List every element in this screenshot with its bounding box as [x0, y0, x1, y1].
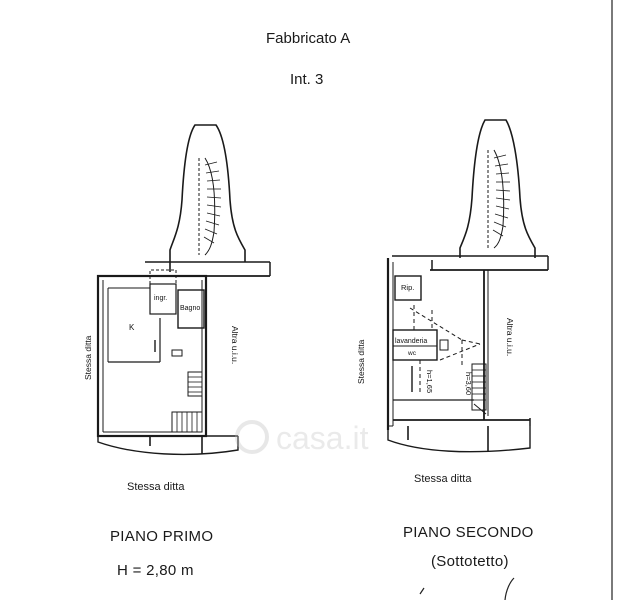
first-floor-height: H = 2,80 m	[117, 562, 194, 579]
room-wc-label: wc	[407, 350, 417, 357]
second-floor-bottom-neighbor: Stessa ditta	[414, 473, 472, 485]
first-floor-plan	[96, 124, 271, 456]
stair-tower-outline	[169, 124, 246, 272]
spiral-stair-curve	[204, 157, 216, 256]
watermark-icon	[235, 420, 269, 454]
first-floor-title: PIANO PRIMO	[110, 528, 214, 545]
second-floor-left-neighbor: Stessa ditta	[356, 339, 366, 384]
signature-mark-2	[504, 577, 515, 600]
room-storage-label: Rip.	[401, 283, 414, 292]
first-floor-right-neighbor: Altra u.i.u.	[230, 326, 240, 364]
height-high-label: h=3,60	[464, 372, 473, 395]
watermark-text: casa.it	[276, 420, 369, 456]
room-kitchen-label: K	[129, 323, 135, 332]
stair-tower-outline-2	[459, 119, 536, 258]
room-bath-label: Bagno	[180, 305, 200, 312]
second-floor-right-neighbor: Altra u.i.u.	[505, 318, 515, 356]
second-floor-subtitle: (Sottotetto)	[431, 553, 509, 570]
second-floor-title: PIANO SECONDO	[403, 524, 534, 541]
first-floor-bottom-neighbor: Stessa ditta	[127, 481, 185, 493]
room-laundry-label: lavanderia	[395, 338, 427, 345]
room-entry-label: ingr.	[154, 295, 167, 302]
height-low-label: h=1,65	[425, 370, 434, 393]
first-floor-left-neighbor: Stessa ditta	[83, 335, 93, 380]
signature-mark	[419, 587, 425, 595]
second-floor-plan	[386, 119, 549, 453]
watermark-logo: casa.it	[235, 420, 369, 456]
unit-number: Int. 3	[290, 71, 324, 88]
building-title: Fabbricato A	[266, 30, 351, 47]
